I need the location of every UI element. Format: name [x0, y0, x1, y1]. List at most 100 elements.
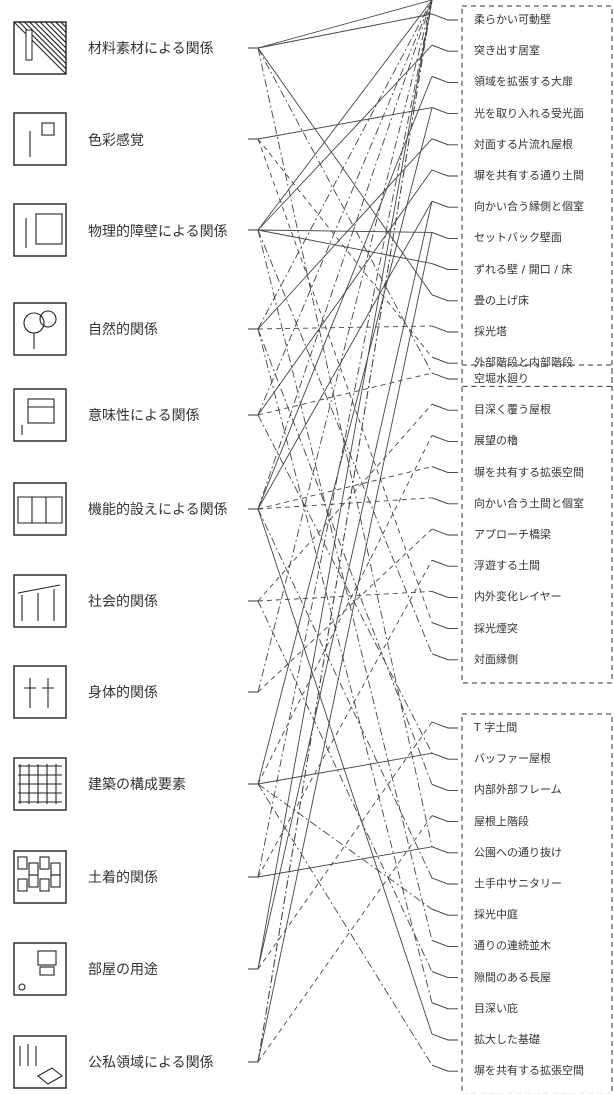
group-box-1 [461, 5, 613, 387]
room-icon [13, 942, 67, 996]
right-anchor-tick [431, 1002, 458, 1010]
right-item-3-5: 公園への通り抜け [474, 845, 562, 859]
left-item-vernacular: 土着的関係 [88, 870, 158, 886]
connection-line [257, 47, 433, 296]
right-item-2-10: 対面縁側 [474, 652, 518, 666]
connection-line [257, 328, 433, 785]
connection-line [257, 435, 433, 785]
left-item-color: 色彩感覚 [88, 133, 144, 149]
vernacular-icon [13, 850, 67, 904]
right-item-3-9: 隙間のある長屋 [474, 970, 551, 984]
right-item-1-12: 外部階段と内部階段 [474, 356, 573, 370]
connection-line [257, 107, 433, 785]
material-icon [13, 21, 67, 75]
right-anchor-tick [431, 44, 458, 52]
connection-line [257, 559, 433, 878]
right-item-2-4: 塀を共有する拡張空間 [474, 465, 584, 479]
right-item-1-2: 突き出す居室 [474, 44, 540, 58]
right-anchor-tick [431, 752, 458, 760]
connection-line [257, 0, 433, 878]
tree-icon [13, 302, 67, 356]
connection-line [257, 846, 433, 878]
right-anchor-tick [431, 372, 458, 380]
connection-line [257, 201, 433, 970]
right-item-1-11: 採光塔 [474, 325, 507, 338]
right-anchor-tick [431, 497, 458, 505]
right-anchor-tick [431, 75, 458, 83]
right-anchor-tick [431, 622, 458, 630]
left-item-social: 社会的関係 [88, 594, 158, 610]
group-box-3 [461, 713, 613, 1094]
right-anchor-tick [431, 263, 458, 271]
left-item-physical-barrier: 物理的障壁による関係 [88, 224, 228, 240]
right-item-3-1: T 字土間 [474, 721, 518, 734]
connection-line [257, 466, 433, 510]
right-anchor-tick [431, 356, 458, 364]
connection-line [257, 44, 433, 231]
right-anchor-tick [431, 466, 458, 474]
right-anchor-tick [431, 107, 458, 115]
right-item-3-3: 内部外部フレーム [474, 783, 562, 797]
right-anchor-tick [431, 294, 458, 302]
connection-line [257, 0, 433, 693]
right-item-3-7: 採光中庭 [474, 908, 518, 922]
connection-line [257, 232, 433, 1063]
right-item-3-10: 目深い庇 [474, 1001, 518, 1015]
connection-line [257, 229, 433, 233]
right-item-2-9: 採光煙突 [474, 621, 518, 635]
left-item-meaning: 意味性による関係 [88, 408, 200, 424]
right-item-3-4: 屋根上階段 [474, 814, 529, 828]
right-item-3-2: バッファー屋根 [474, 752, 551, 766]
connection-line [257, 508, 433, 1035]
left-item-natural: 自然的関係 [88, 322, 158, 338]
right-item-1-7: 向かい合う縁側と個室 [474, 200, 584, 214]
right-anchor-tick [431, 434, 458, 442]
left-item-room-use: 部屋の用途 [88, 962, 158, 978]
connection-line [257, 0, 433, 330]
function-icon [13, 482, 67, 536]
connection-line [257, 0, 433, 510]
right-item-2-8: 内外変化レイヤー [474, 590, 562, 604]
connection-line [257, 76, 433, 510]
right-anchor-tick [431, 138, 458, 146]
meaning-icon [13, 388, 67, 442]
left-item-material: 材料素材による関係 [88, 41, 214, 57]
right-item-2-5: 向かい合う土間と個室 [474, 496, 584, 510]
right-item-2-7: 浮遊する土間 [474, 559, 540, 573]
right-anchor-tick [431, 231, 458, 239]
right-anchor-tick [431, 971, 458, 979]
connection-line [257, 229, 433, 941]
connection-line [257, 372, 433, 416]
right-item-1-9: ずれる壁 / 開口 / 床 [474, 262, 573, 276]
right-item-2-6: アプローチ橋梁 [474, 528, 551, 541]
right-item-1-8: セットバック壁面 [474, 231, 562, 245]
connection-line [257, 600, 433, 972]
connection-line [257, 229, 433, 654]
right-anchor-tick [431, 169, 458, 177]
left-item-public-private: 公私領域による関係 [88, 1055, 214, 1071]
connection-line [257, 414, 433, 754]
group-box-2 [461, 364, 613, 684]
connection-line [257, 138, 433, 623]
connection-line [257, 0, 433, 416]
right-anchor-tick [431, 325, 458, 333]
right-item-3-8: 通りの連続並木 [474, 939, 551, 953]
connection-line [257, 0, 433, 1063]
right-anchor-tick [431, 908, 458, 916]
right-item-3-12: 塀を共有する拡張空間 [474, 1064, 584, 1078]
left-item-functional: 機能的設えによる関係 [88, 502, 228, 518]
right-anchor-tick [431, 783, 458, 791]
right-item-3-11: 拡大した基礎 [474, 1033, 540, 1046]
right-item-2-3: 展望の櫓 [474, 434, 518, 448]
connection-line [257, 107, 433, 140]
right-anchor-tick [431, 877, 458, 885]
connection-line [257, 783, 433, 1066]
structure-icon [13, 757, 67, 811]
connection-line [257, 200, 433, 510]
connection-line [257, 508, 433, 879]
right-item-1-4: 光を取り入れる受光面 [474, 106, 584, 120]
right-anchor-tick [431, 721, 458, 729]
right-anchor-tick [431, 13, 458, 21]
connection-line [257, 229, 433, 265]
